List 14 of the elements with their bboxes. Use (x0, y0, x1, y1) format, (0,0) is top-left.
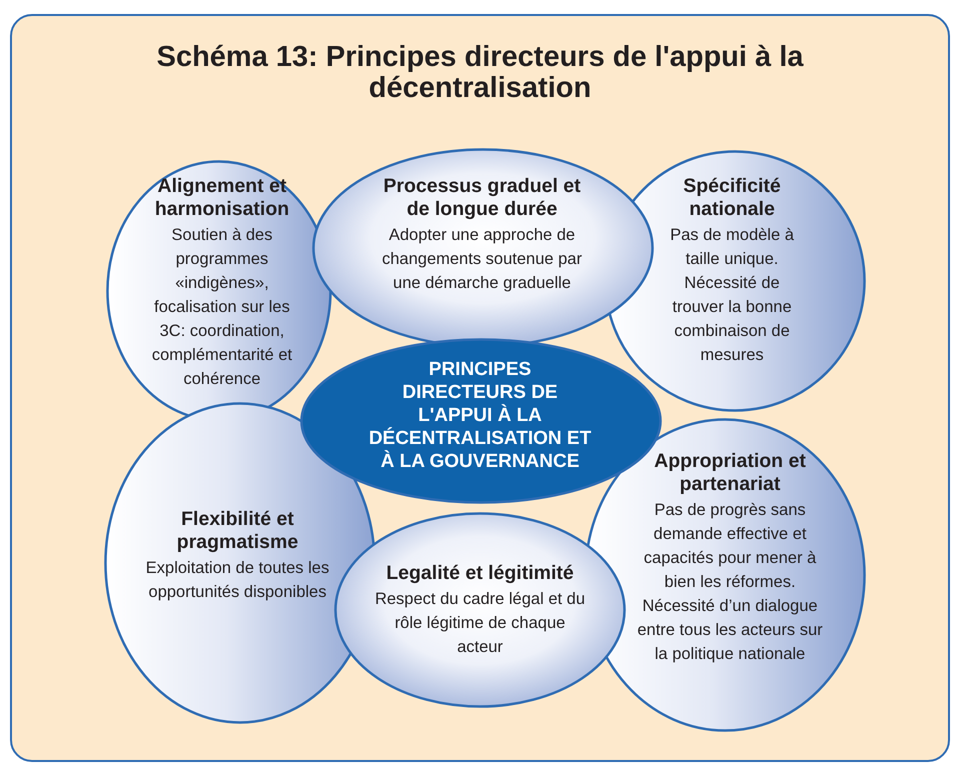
principle-description: Pas de progrès sans demande effective et capacités pour mener à bien les réformes. Nécessité d’un dialogue entre tous les acteurs sur la politique nationale (636, 500, 824, 665)
principle-heading: Legalité et légitimité (385, 562, 575, 585)
principle-heading: Processus graduel et de longue durée (382, 175, 582, 221)
principle-heading: Alignement et harmonisation (154, 175, 290, 221)
principle-heading: Spécificité nationale (682, 175, 782, 221)
principle-description: Respect du cadre légal et du rôle légitime de chaque acteur (374, 589, 586, 658)
principle-description: Exploitation de toutes les opportunités disponibles (145, 558, 330, 603)
central-heading: PRINCIPES DIRECTEURS DE L'APPUI À LA DÉCENTRALISATION ET À LA GOUVERNANCE (368, 358, 592, 473)
principle-description: Adopter une approche de changements soutenue par une démarche graduelle (381, 225, 583, 294)
principle-heading: Appropriation et partenariat (653, 450, 807, 496)
principle-description: Soutien à des programmes «indigènes», focalisation sur les 3C: coordination, complémentarité et cohérence (150, 225, 294, 390)
diagram-title: Schéma 13: Principes directeurs de l'appui à la décentralisation (156, 42, 804, 104)
principle-description: Pas de modèle à taille unique. Nécessité de trouver la bonne combinaison de mesures (669, 225, 795, 366)
principle-heading: Flexibilité et pragmatisme (176, 508, 300, 554)
